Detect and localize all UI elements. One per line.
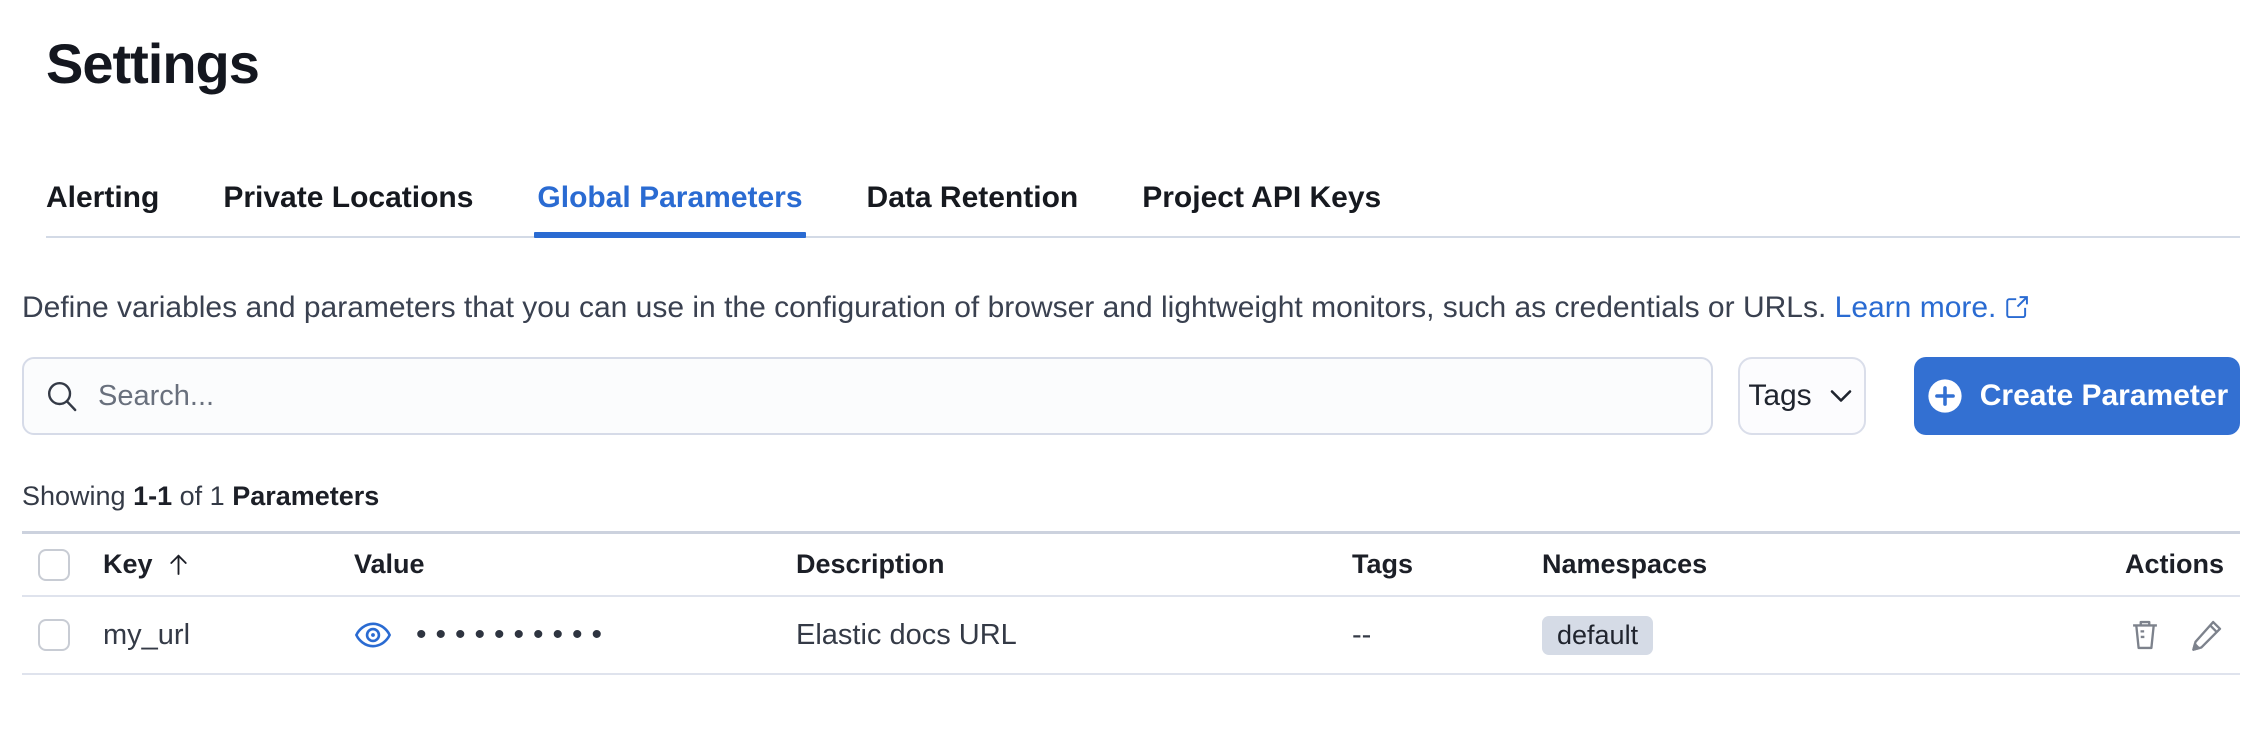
eye-icon (354, 622, 392, 648)
tags-filter-button[interactable]: Tags (1738, 357, 1866, 435)
plus-in-circle-icon (1928, 379, 1962, 413)
table-row: my_url •••••••••• Elastic docs URL -- de… (22, 597, 2240, 675)
toolbar: Tags Create Parameter (22, 357, 2240, 435)
pencil-icon (2192, 620, 2222, 651)
column-header-actions: Actions (2124, 549, 2224, 579)
results-entity: Parameters (232, 481, 380, 511)
namespace-badge: default (1542, 615, 1654, 655)
header-select-all-cell (22, 548, 88, 581)
search-input[interactable] (96, 378, 1689, 414)
tab-project-api-keys[interactable]: Project API Keys (1142, 181, 1382, 214)
select-all-checkbox[interactable] (38, 548, 70, 581)
chevron-down-icon (1830, 390, 1851, 402)
trash-icon (2133, 620, 2157, 650)
external-link-icon (2006, 296, 2029, 319)
table-header-row: Key Value Description Tags Namespaces Ac… (22, 531, 2240, 597)
row-namespaces: default (1526, 615, 1940, 655)
arrow-up-icon (169, 554, 187, 575)
create-parameter-button[interactable]: Create Parameter (1914, 357, 2240, 435)
search-input-wrapper (22, 357, 1713, 435)
row-key: my_url (103, 618, 191, 651)
row-value: •••••••••• (338, 616, 780, 654)
masked-value: •••••••••• (416, 618, 612, 651)
row-tags: -- (1352, 618, 1372, 651)
column-header-description: Description (796, 549, 945, 579)
tab-data-retention[interactable]: Data Retention (866, 181, 1079, 214)
tab-alerting[interactable]: Alerting (46, 181, 160, 214)
description-body: Define variables and parameters that you… (22, 291, 1827, 324)
search-icon (48, 382, 77, 412)
row-actions (2112, 618, 2240, 652)
results-summary: Showing 1-1 of 1 Parameters (22, 481, 380, 511)
row-description: Elastic docs URL (796, 618, 1017, 651)
results-range: 1-1 (133, 481, 173, 511)
description-text: Define variables and parameters that you… (22, 284, 2238, 331)
settings-page: Settings Alerting Private Locations Glob… (22, 32, 2240, 675)
row-checkbox[interactable] (38, 619, 70, 651)
parameters-table: Key Value Description Tags Namespaces Ac… (22, 531, 2240, 675)
tab-bar: Alerting Private Locations Global Parame… (46, 180, 2240, 238)
column-header-tags: Tags (1352, 549, 1414, 579)
tab-private-locations[interactable]: Private Locations (223, 181, 474, 214)
column-header-namespaces: Namespaces (1542, 549, 1708, 579)
reveal-value-button[interactable] (354, 616, 392, 654)
delete-parameter-button[interactable] (2128, 618, 2162, 652)
row-select-cell (22, 619, 88, 651)
column-header-value: Value (354, 549, 425, 579)
learn-more-link[interactable]: Learn more. (1835, 291, 2031, 324)
tab-global-parameters[interactable]: Global Parameters (534, 181, 806, 238)
edit-parameter-button[interactable] (2190, 618, 2224, 652)
column-header-key[interactable]: Key (88, 549, 338, 580)
page-title: Settings (46, 32, 260, 95)
